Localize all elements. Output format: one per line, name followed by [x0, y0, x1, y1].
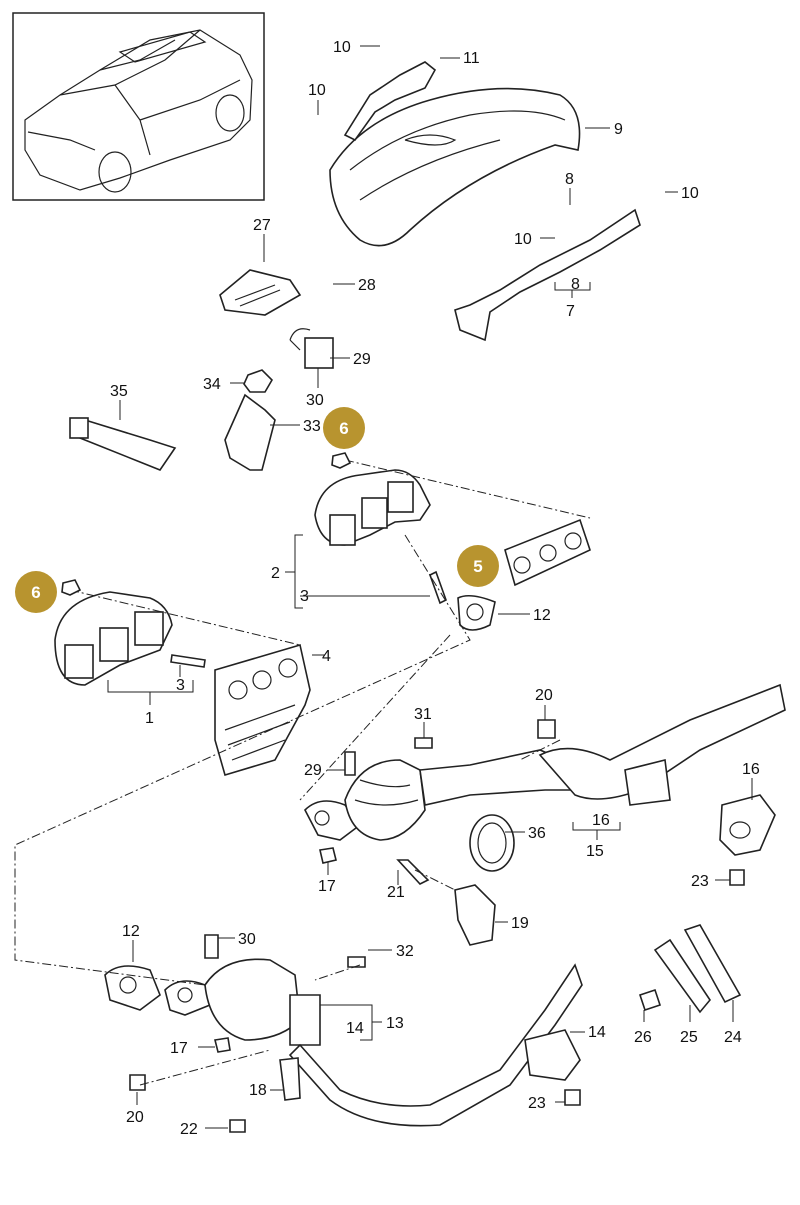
vehicle-thumbnail — [12, 12, 265, 201]
label-24: 24 — [724, 1029, 742, 1046]
sealant-tube — [69, 417, 177, 471]
callout-6-upper-badge — [323, 407, 365, 449]
manifold-gasket-left — [214, 643, 311, 776]
mounting-rail — [454, 208, 641, 342]
heat-shield — [329, 87, 581, 247]
label-31: 31 — [414, 706, 432, 723]
label-10-d: 10 — [514, 231, 532, 248]
label-26: 26 — [634, 1029, 652, 1046]
bolt-20 — [537, 719, 556, 739]
nut-17 — [319, 847, 337, 864]
label-8-b: 8 — [571, 276, 580, 293]
label-16-b: 16 — [592, 812, 610, 829]
label-2: 2 — [271, 565, 280, 582]
label-19: 19 — [511, 915, 529, 932]
label-12-b: 12 — [122, 923, 140, 940]
label-27: 27 — [253, 217, 271, 234]
label-7: 7 — [566, 303, 575, 320]
stud — [429, 570, 447, 605]
label-11: 11 — [463, 50, 480, 67]
support-bracket — [224, 393, 276, 471]
label-10-c: 10 — [681, 185, 699, 202]
label-29-a: 29 — [353, 351, 371, 368]
rubber-hanger-right — [719, 794, 776, 886]
label-18: 18 — [249, 1082, 267, 1099]
label-8-a: 8 — [565, 171, 574, 188]
label-30-a: 30 — [306, 392, 324, 409]
label-10-b: 10 — [308, 82, 326, 99]
flange-gasket — [457, 594, 496, 631]
label-28: 28 — [358, 277, 376, 294]
bracket — [343, 61, 437, 142]
label-29-b: 29 — [304, 762, 322, 779]
label-14-b: 14 — [588, 1024, 606, 1041]
oxygen-sensor-upper — [344, 751, 356, 776]
bolt-20-lower — [129, 1074, 146, 1091]
highlighted-callouts: 6 5 6 — [15, 407, 499, 613]
label-23-a: 23 — [691, 873, 709, 890]
bracket-18 — [279, 1057, 301, 1101]
mount-bracket — [454, 884, 496, 946]
label-16-a: 16 — [742, 761, 760, 778]
label-35: 35 — [110, 383, 128, 400]
label-34: 34 — [203, 376, 221, 393]
label-3-a: 3 — [300, 588, 309, 605]
label-4: 4 — [322, 648, 331, 665]
label-30-b: 30 — [238, 931, 256, 948]
label-23-b: 23 — [528, 1095, 546, 1112]
callout-6-lower-badge — [15, 571, 57, 613]
label-13: 13 — [386, 1015, 404, 1032]
label-20-a: 20 — [535, 687, 553, 704]
callout-6-lower: 6 — [31, 583, 40, 602]
exhaust-manifold-right — [314, 469, 431, 546]
nut-6-lower — [61, 579, 82, 596]
sensor-30 — [204, 934, 219, 959]
label-33: 33 — [303, 418, 321, 435]
clamp — [469, 814, 515, 872]
label-15: 15 — [586, 843, 604, 860]
clip — [219, 269, 302, 316]
nut-17-lower — [214, 1037, 231, 1053]
label-9: 9 — [614, 121, 623, 138]
part-numbers: 10 11 10 9 8 10 10 8 7 27 28 29 30 35 34… — [110, 39, 760, 1138]
label-36: 36 — [528, 825, 546, 842]
label-1: 1 — [145, 710, 154, 727]
label-14-a: 14 — [346, 1020, 364, 1037]
bolt-22 — [229, 1119, 246, 1133]
callout-5-badge — [457, 545, 499, 587]
label-17-b: 17 — [170, 1040, 188, 1057]
bolt-32 — [347, 956, 366, 968]
catalytic-converter-right — [304, 683, 786, 841]
label-12-a: 12 — [533, 607, 551, 624]
leader-lines — [107, 45, 753, 1129]
callout-6-upper: 6 — [339, 419, 348, 438]
nut — [243, 369, 274, 393]
exhaust-straps — [638, 924, 742, 1014]
callout-5: 5 — [473, 557, 482, 576]
manifold-gasket-right — [504, 518, 591, 587]
label-21: 21 — [387, 884, 405, 901]
catalytic-converter-left — [104, 958, 583, 1127]
nut-6-upper — [331, 452, 352, 469]
bolt-21 — [396, 859, 430, 885]
label-3-b: 3 — [176, 677, 185, 694]
label-17-a: 17 — [318, 878, 336, 895]
label-22: 22 — [180, 1121, 198, 1138]
label-20-b: 20 — [126, 1109, 144, 1126]
label-32: 32 — [396, 943, 414, 960]
connector — [289, 328, 334, 369]
rubber-hanger-left — [524, 1029, 581, 1106]
assembly-lines — [14, 459, 591, 1086]
exhaust-manifold-left — [54, 591, 173, 686]
label-25: 25 — [680, 1029, 698, 1046]
label-10-a: 10 — [333, 39, 351, 56]
stud-lower — [170, 654, 206, 668]
bolt-31 — [414, 737, 433, 749]
